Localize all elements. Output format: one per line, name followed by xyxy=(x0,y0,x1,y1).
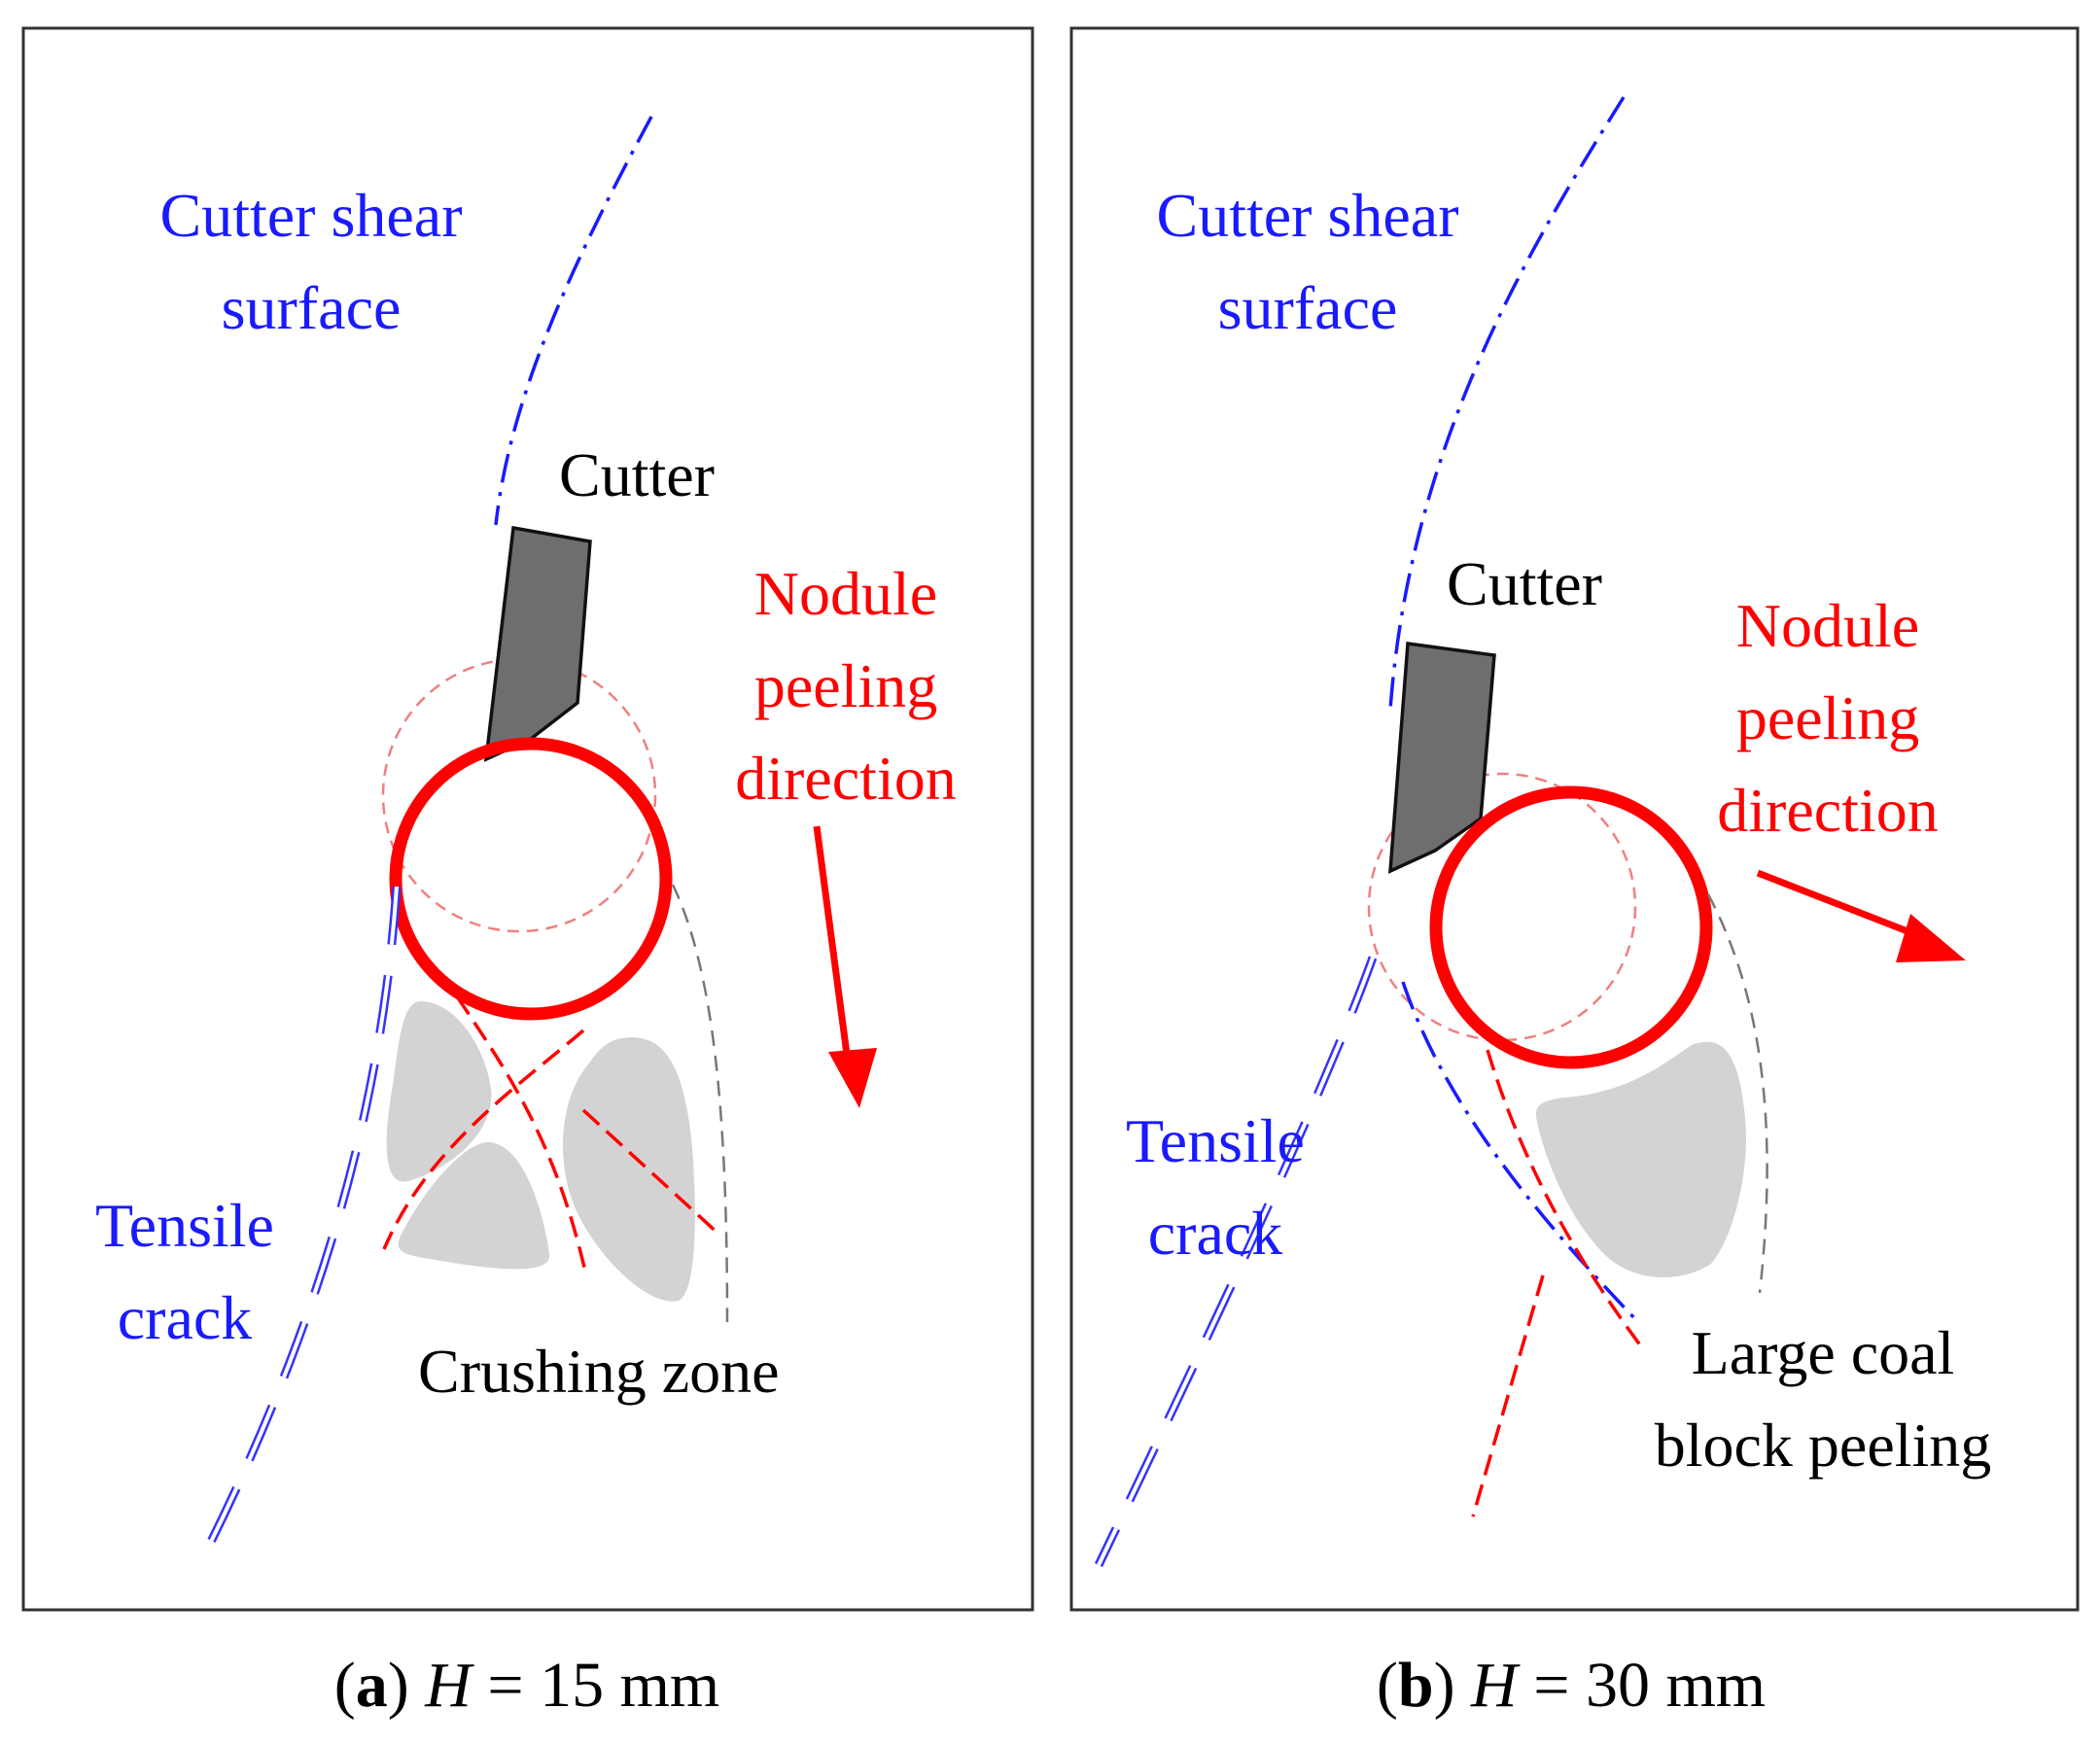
panel-a-crushing-boundary xyxy=(671,884,729,1323)
panel-a-zone-label: Crushing zone xyxy=(418,1337,780,1406)
panel-b-red-crack-2 xyxy=(1471,1274,1545,1517)
panel-a-crack-label-line2: crack xyxy=(118,1283,253,1352)
panel-b-coal-block xyxy=(1535,1041,1746,1277)
panel-b-shear-label-line2: surface xyxy=(1218,273,1398,342)
caption-b-rest: = 30 mm xyxy=(1518,1650,1766,1721)
panel-b-direction-label-line2: peeling xyxy=(1736,683,1919,752)
panel-b: Cutter shear surface Cutter Nodule peeli… xyxy=(1069,26,2080,1612)
panel-b-direction-label-line1: Nodule xyxy=(1736,591,1919,660)
panel-b-direction-arrow-head xyxy=(1896,914,1966,962)
panel-b-cutter xyxy=(1388,642,1496,874)
panel-a-cutter-label: Cutter xyxy=(559,440,715,509)
caption-a-letter: a xyxy=(356,1650,388,1721)
panel-b-nodule xyxy=(1429,785,1713,1069)
panel-a-crack-label-line1: Tensile xyxy=(95,1191,274,1260)
panel-b-peeling-boundary xyxy=(1706,893,1768,1294)
panel-a-red-crack-2 xyxy=(382,1029,585,1250)
panel-a-direction-label-line3: direction xyxy=(735,744,956,813)
panel-a-direction-arrow-head xyxy=(828,1048,877,1108)
panel-a-red-crack-1 xyxy=(455,995,587,1273)
panel-a: Cutter shear surface Cutter Nodule peeli… xyxy=(21,26,1034,1612)
caption-a: (a) H = 15 mm xyxy=(334,1650,720,1721)
caption-a-var: H xyxy=(424,1650,474,1721)
panel-b-zone-label-line1: Large coal xyxy=(1692,1318,1955,1387)
panel-b-cutter-label: Cutter xyxy=(1447,549,1602,618)
panel-b-shear-label-line1: Cutter shear xyxy=(1157,181,1459,250)
panel-b-direction-arrow-shaft xyxy=(1756,869,1927,942)
panel-b-ghost-nodule xyxy=(1367,772,1637,1042)
panel-a-direction-arrow-shaft xyxy=(813,825,852,1063)
panel-b-direction-label-line3: direction xyxy=(1717,776,1938,845)
panel-a-fragment-2 xyxy=(398,1141,550,1270)
caption-b: (b) H = 30 mm xyxy=(1377,1650,1766,1721)
panel-a-cutter-shear-surface-line xyxy=(494,116,653,526)
panel-a-shear-label-line1: Cutter shear xyxy=(160,181,463,250)
panel-b-red-crack-1 xyxy=(1486,1049,1643,1348)
caption-b-letter: b xyxy=(1398,1650,1434,1721)
panel-a-direction-label-line1: Nodule xyxy=(754,559,937,628)
panel-a-fragment-3 xyxy=(562,1037,695,1302)
panel-a-ghost-nodule xyxy=(381,657,657,933)
panel-b-crack-label-line1: Tensile xyxy=(1126,1106,1305,1175)
panel-b-tensile-crack-core xyxy=(1097,957,1375,1566)
panel-a-tensile-crack-core xyxy=(202,886,399,1556)
caption-a-rest: = 15 mm xyxy=(472,1650,719,1721)
panel-b-zone-label-line2: block peeling xyxy=(1655,1411,1992,1480)
caption-b-var: H xyxy=(1470,1650,1521,1721)
panel-a-cutter xyxy=(483,525,592,762)
panel-b-crack-label-line2: crack xyxy=(1148,1199,1283,1268)
panel-b-frame xyxy=(1069,26,2080,1612)
panel-b-cutter-shear-surface-line xyxy=(1388,96,1626,711)
panel-a-direction-label-line2: peeling xyxy=(754,651,937,720)
panel-b-peeling-path xyxy=(1401,981,1640,1324)
panel-a-frame xyxy=(21,26,1034,1612)
panel-a-shear-label-line2: surface xyxy=(222,273,402,342)
panel-a-fragment-1 xyxy=(386,1001,492,1182)
panel-a-nodule xyxy=(389,737,673,1021)
